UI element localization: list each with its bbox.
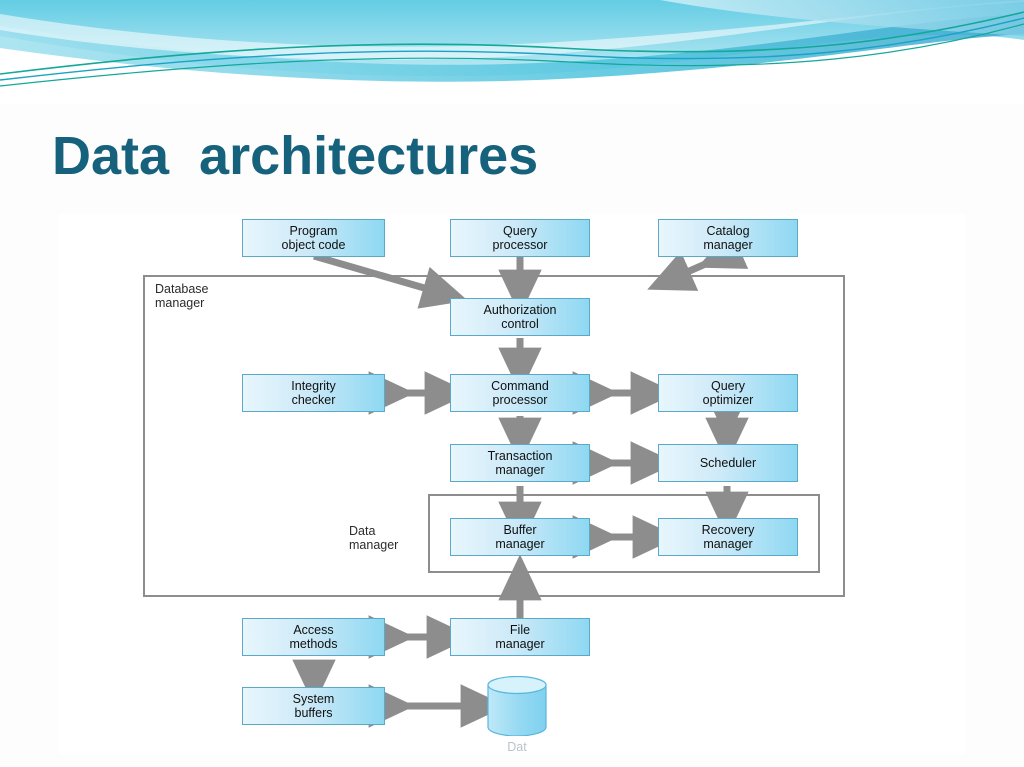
node-system-buffers: System buffers xyxy=(242,687,385,725)
group-data-manager xyxy=(428,494,820,573)
node-access-methods: Access methods xyxy=(242,618,385,656)
page-title: Data architectures xyxy=(52,126,539,186)
node-authorization-control: Authorization control xyxy=(450,298,590,336)
node-scheduler: Scheduler xyxy=(658,444,798,482)
database-cylinder-caption: Dat xyxy=(507,740,527,754)
node-command-processor: Command processor xyxy=(450,374,590,412)
wave-banner-decoration xyxy=(0,0,1024,104)
node-integrity-checker: Integrity checker xyxy=(242,374,385,412)
group-data-manager-label: Data manager xyxy=(349,524,399,552)
node-query-processor: Query processor xyxy=(450,219,590,257)
node-program-object-code: Program object code xyxy=(242,219,385,257)
node-query-optimizer: Query optimizer xyxy=(658,374,798,412)
database-cylinder-icon xyxy=(486,676,548,736)
node-file-manager: File manager xyxy=(450,618,590,656)
node-transaction-manager: Transaction manager xyxy=(450,444,590,482)
node-recovery-manager: Recovery manager xyxy=(658,518,798,556)
dbms-architecture-diagram: Database manager Data manager Program ob… xyxy=(59,214,965,754)
node-buffer-manager: Buffer manager xyxy=(450,518,590,556)
node-catalog-manager: Catalog manager xyxy=(658,219,798,257)
group-database-manager-label: Database manager xyxy=(155,282,209,310)
arrow-connectors xyxy=(292,229,749,728)
group-database-manager xyxy=(143,275,845,597)
